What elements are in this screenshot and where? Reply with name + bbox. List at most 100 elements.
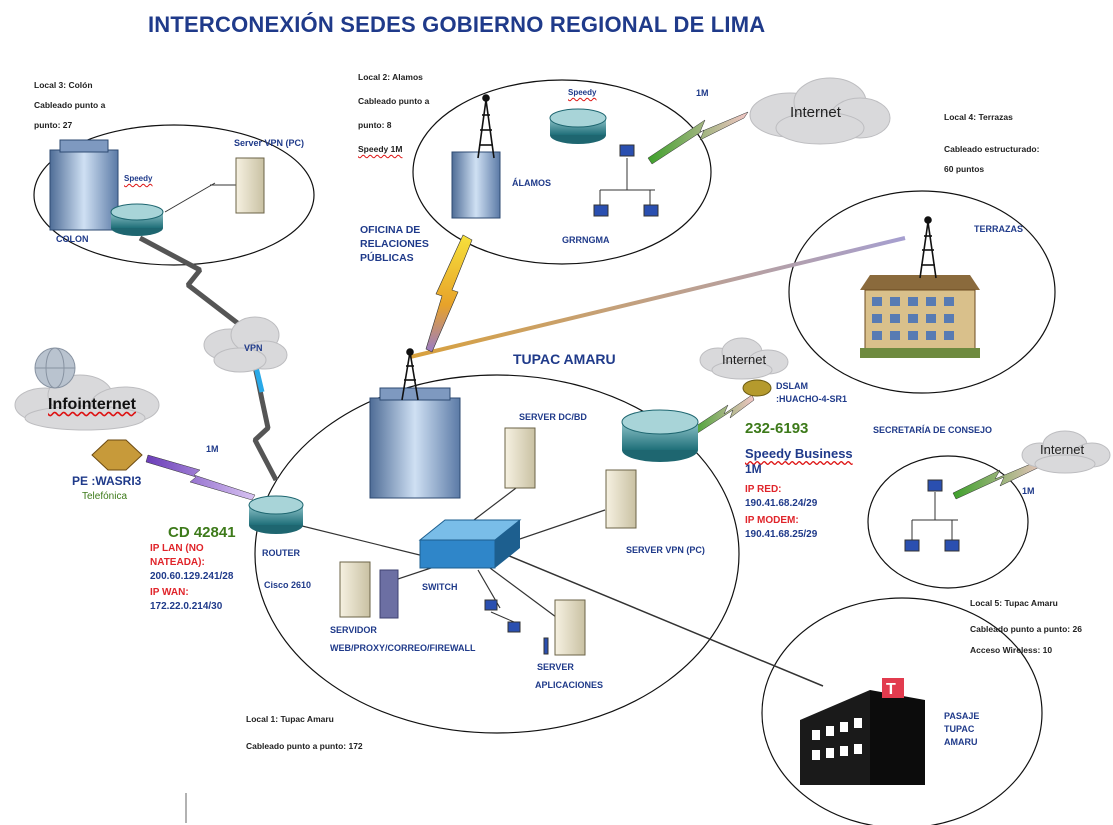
bolt-pe	[145, 454, 256, 501]
local2-line1: Local 2: Alamos	[358, 72, 423, 82]
tupac-building-icon	[369, 387, 461, 499]
router-model-label: Cisco 2610	[264, 580, 312, 590]
link-speedy-server3	[164, 182, 216, 213]
dslam-line2: :HUACHO-4-SR1	[776, 394, 848, 404]
pe-label: PE :WASRI3	[72, 474, 142, 488]
dslam-ip-modem: 190.41.68.25/29	[745, 529, 818, 540]
infointernet-label: Infointernet	[48, 396, 136, 413]
server-vpn-label: SERVER VPN (PC)	[626, 545, 705, 555]
local3-line3: punto: 27	[34, 120, 73, 130]
server-apps-icon	[554, 599, 586, 656]
terrazas-label: TERRAZAS	[974, 224, 1023, 234]
pasaje-line3: AMARU	[944, 737, 978, 747]
colon-speedy-label: Speedy	[124, 174, 153, 183]
tower-alamos-icon	[477, 94, 495, 159]
router-colon-icon	[110, 203, 164, 236]
colon-label: COLON	[56, 234, 89, 244]
router-dslam-icon	[621, 409, 699, 462]
dslam-phone: 232-6193	[745, 420, 809, 437]
pe-link-label: 1M	[206, 444, 219, 454]
app-label-1: SERVER	[537, 662, 574, 672]
server-dc-label: SERVER DC/BD	[519, 412, 587, 422]
cd-label: CD 42841	[168, 524, 236, 541]
alamos-building-icon	[451, 151, 501, 219]
cloud-vpn	[203, 316, 288, 373]
server-web-icon	[339, 561, 399, 619]
server-dc-icon	[504, 427, 536, 489]
router-label: ROUTER	[262, 548, 300, 558]
pasaje-building-icon: T	[800, 678, 925, 785]
switch-label: SWITCH	[422, 582, 458, 592]
local1-line1: Local 1: Tupac Amaru	[246, 714, 334, 724]
link-switch-serverdc	[469, 484, 521, 524]
ip-lan-label-1: IP LAN (NO	[150, 543, 204, 554]
terrazas-building-icon	[860, 275, 980, 358]
dslam-speed: 1M	[745, 462, 762, 476]
dslam-ip-red: 190.41.68.24/29	[745, 498, 818, 509]
pe-router-icon	[91, 439, 143, 471]
pc-network-secretaria-icon	[904, 479, 960, 552]
local4-line1: Local 4: Terrazas	[944, 112, 1013, 122]
server-vpn-colon-icon	[235, 157, 265, 214]
alamos-label: ÁLAMOS	[512, 178, 551, 188]
local2-line3: punto: 8	[358, 120, 392, 130]
link-switch-app	[489, 567, 561, 621]
local3-line2: Cableado punto a	[34, 100, 106, 110]
pasaje-line1: PASAJE	[944, 711, 980, 721]
local4-line3: 60 puntos	[944, 164, 985, 174]
dslam-plan: Speedy Business	[745, 446, 853, 461]
local1-line2: Cableado punto a punto: 172	[246, 741, 363, 751]
local4-line2: Cableado estructurado:	[944, 144, 1040, 154]
cloud-internet-secretaria	[1021, 430, 1111, 474]
ip-wan-value: 172.22.0.214/30	[150, 601, 223, 612]
dslam-ip-modem-label: IP MODEM:	[745, 515, 799, 526]
local5-line3: Acceso Wireless: 10	[970, 645, 1053, 655]
oficina-line1: OFICINA DE	[360, 224, 421, 236]
tower-tupac-icon	[401, 348, 419, 401]
internet-secretaria-label: Internet	[1040, 442, 1085, 457]
globe-icon	[34, 347, 76, 389]
ip-lan-label-2: NATEADA):	[150, 557, 205, 568]
carrier-label: Telefónica	[82, 491, 128, 502]
dslam-line1: DSLAM	[776, 381, 808, 391]
page-title: INTERCONEXIÓN SEDES GOBIERNO REGIONAL DE…	[148, 12, 766, 37]
pc-network-tupac-icon	[484, 599, 549, 655]
router-main-icon	[248, 495, 304, 534]
bolt-alamos-internet	[647, 111, 749, 165]
modem-dslam-icon	[742, 379, 772, 397]
svg-text:T: T	[886, 681, 896, 698]
local1-ellipse	[254, 374, 740, 734]
switch-icon	[418, 519, 522, 569]
cloud-internet-alamos	[749, 77, 891, 145]
alamos-link-label: 1M	[696, 88, 709, 98]
local2-ellipse	[412, 79, 712, 265]
colon-server-label: Server VPN (PC)	[234, 138, 305, 148]
link-router-switch	[289, 522, 441, 561]
dslam-ip-red-label: IP RED:	[745, 484, 782, 495]
link-switch-servervpn	[507, 509, 606, 544]
local2-line2: Cableado punto a	[358, 96, 430, 106]
ip-wan-label: IP WAN:	[150, 587, 189, 598]
pasaje-ellipse	[761, 597, 1043, 825]
local4-ellipse	[788, 190, 1056, 394]
servidor-label-1: SERVIDOR	[330, 625, 377, 635]
internet-dslam-label: Internet	[722, 352, 767, 367]
secretaria-link-label: 1M	[1022, 486, 1035, 496]
pc-network-alamos-icon	[593, 144, 659, 217]
local3-ellipse	[33, 124, 315, 266]
tower-terrazas-icon	[919, 216, 937, 279]
oficina-line3: PÚBLICAS	[360, 252, 414, 264]
tupac-title: TUPAC AMARU	[513, 351, 616, 367]
vpn-label: VPN	[244, 343, 263, 353]
local5-line2: Cableado punto a punto: 26	[970, 624, 1082, 634]
ip-lan-value: 200.60.129.241/28	[150, 571, 234, 582]
bolt-alamos	[425, 234, 473, 353]
colon-building-icon	[49, 139, 119, 231]
secretaria-label: SECRETARÍA DE CONSEJO	[873, 425, 993, 435]
link-tower-terrazas	[409, 236, 906, 359]
oficina-line2: RELACIONES	[360, 238, 429, 250]
alamos-group-label: GRRNGMA	[562, 235, 610, 245]
servidor-label-2: WEB/PROXY/CORREO/FIREWALL	[330, 643, 476, 653]
